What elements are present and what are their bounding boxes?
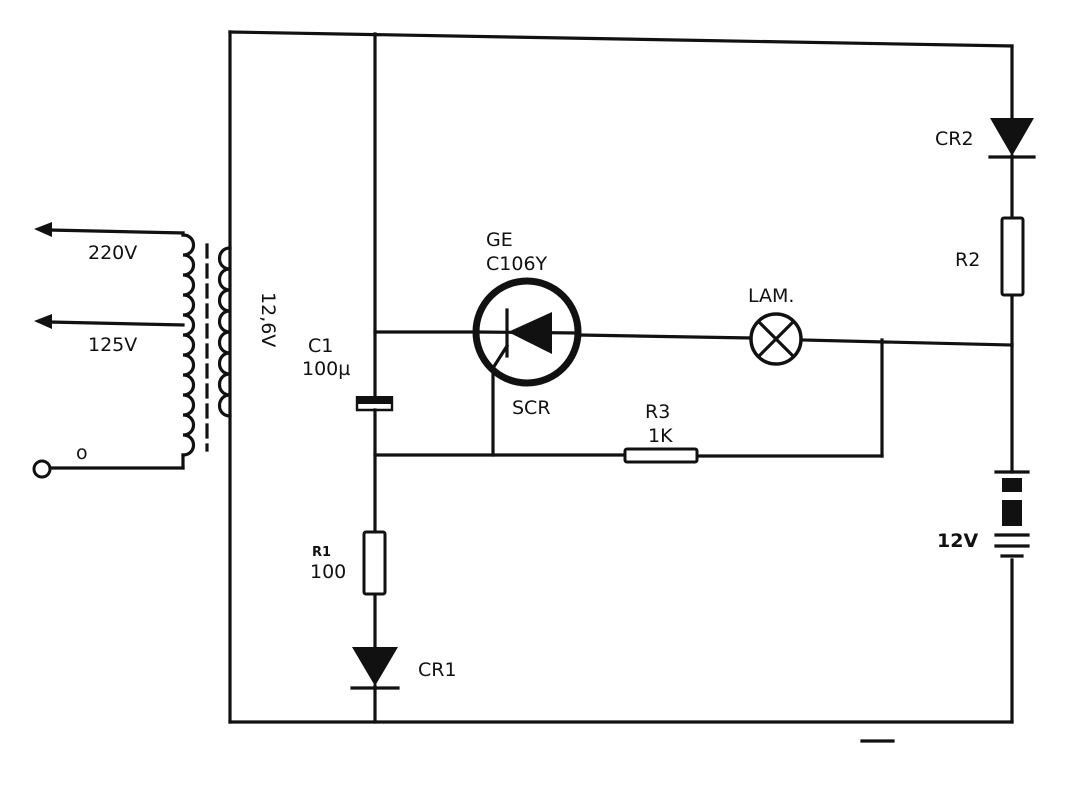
label-c1-value: 100µ [302, 358, 350, 380]
label-cr1: CR1 [418, 659, 457, 681]
capacitor-c1 [355, 396, 394, 412]
label-cr2: CR2 [935, 128, 974, 150]
label-secondary-voltage: 12,6V [257, 292, 279, 347]
label-common: o [76, 442, 88, 464]
battery-12v [994, 470, 1030, 558]
label-scr-maker: GE [486, 229, 513, 251]
label-r1-name: R1 [312, 545, 331, 560]
resistor-r3 [623, 447, 699, 464]
diode-cr1 [350, 647, 400, 690]
label-r3-value: 1K [648, 425, 673, 447]
label-lamp: LAM. [748, 285, 794, 307]
label-r1-value: 100 [310, 561, 346, 583]
transformer [48, 228, 232, 470]
resistor-r2 [1000, 216, 1025, 297]
label-battery-voltage: 12V [937, 530, 978, 552]
label-125v: 125V [88, 334, 137, 356]
label-r3-name: R3 [645, 401, 670, 423]
resistor-r1 [362, 530, 387, 596]
scr-thyristor [472, 277, 582, 387]
arrow-125v-icon [34, 314, 52, 329]
label-scr-part: C106Y [486, 253, 548, 275]
label-r2: R2 [955, 249, 980, 271]
diode-cr2 [988, 118, 1036, 159]
wiring [228, 30, 1014, 743]
common-terminal[interactable] [32, 459, 52, 479]
label-c1-name: C1 [308, 335, 333, 357]
lamp [749, 312, 803, 366]
label-scr-name: SCR [512, 397, 551, 419]
arrow-220v-icon [34, 222, 52, 237]
label-220v: 220V [88, 242, 137, 264]
